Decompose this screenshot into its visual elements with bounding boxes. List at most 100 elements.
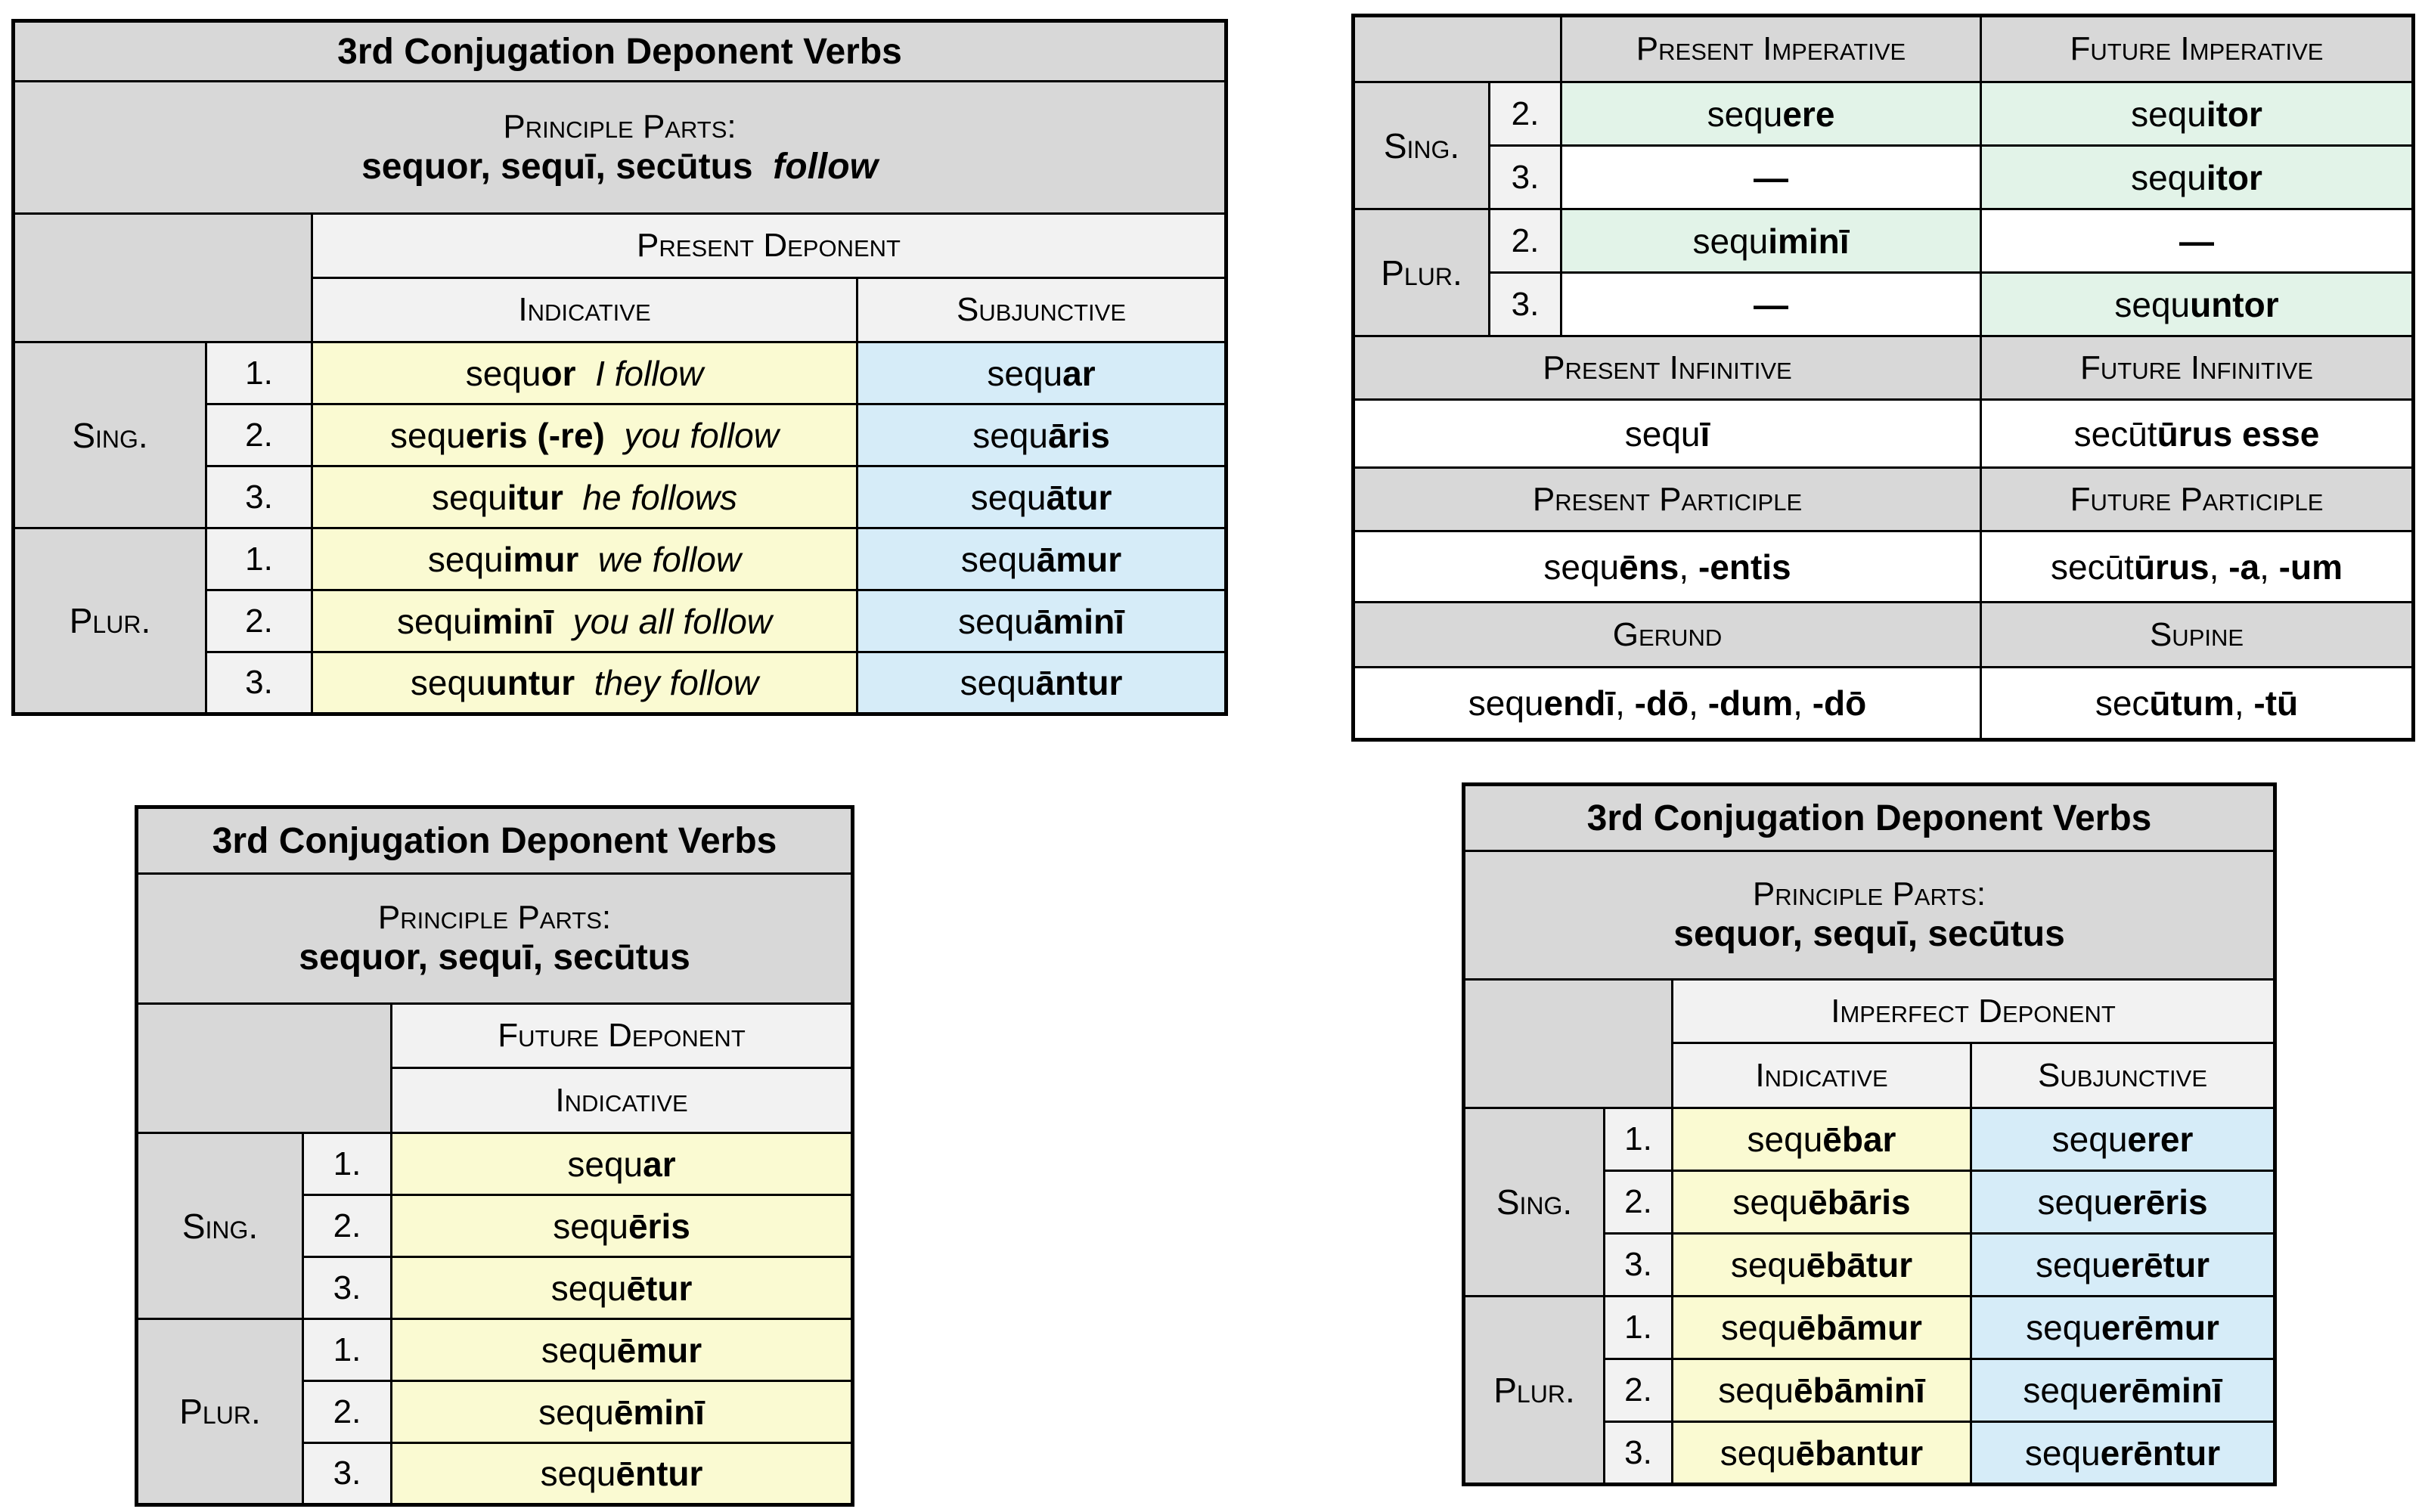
- future-imperative-form-cell: sequitor: [1980, 81, 2414, 147]
- tense-header: Future Deponent: [389, 1002, 854, 1069]
- person-number-cell: 1.: [302, 1318, 392, 1382]
- table-row: Sing. 1. sequēbar sequerer: [1462, 1107, 2277, 1297]
- subjunctive-form-cell: sequāris: [855, 403, 1228, 467]
- subjunctive-form-cell: sequerēntur: [1969, 1421, 2277, 1486]
- indicative-form-cell: sequēris: [389, 1194, 854, 1258]
- indicative-form-cell: sequētur: [389, 1256, 854, 1320]
- present-imperative-header: Present Imperative: [1560, 14, 1982, 83]
- indicative-header: Indicative: [1671, 1042, 1972, 1109]
- future-infinitive-form-cell: secūtūrus esse: [1980, 398, 2414, 469]
- person-number-cell: 3.: [1488, 144, 1562, 210]
- table-row: Plur. 1. sequimur we follow sequāmur: [12, 527, 1228, 715]
- supine-header: Supine: [1980, 601, 2414, 668]
- person-number-cell: 2.: [302, 1380, 392, 1444]
- table-row: Sing. 2. sequere sequitor: [1352, 81, 2414, 210]
- table-row: Sing. 1. sequor I follow sequar: [12, 341, 1228, 529]
- table-row: Present Participle Future Participle: [1352, 466, 2414, 532]
- future-imperative-header: Future Imperative: [1980, 14, 2414, 83]
- person-number-cell: 2.: [1603, 1358, 1673, 1423]
- person-number-cell: 2.: [1488, 81, 1562, 147]
- person-number-cell: 1.: [302, 1132, 392, 1196]
- principal-parts-forms: sequor, sequī, secūtus follow: [361, 146, 878, 187]
- future-deponent-table: 3rd Conjugation Deponent Verbs Principle…: [135, 805, 855, 1507]
- present-participle-form-cell: sequēns, -entis: [1352, 530, 1982, 603]
- indicative-form-cell: sequēbāris: [1671, 1170, 1972, 1235]
- table-row: Imperfect Deponent: [1462, 978, 2277, 1109]
- indicative-form-cell: sequor I follow: [311, 341, 858, 405]
- indicative-header: Indicative: [311, 277, 858, 343]
- table-row: 3. sequētur: [137, 1256, 854, 1320]
- table-row: Indicative Subjunctive: [14, 277, 1228, 343]
- table-row: 2. sequēris: [137, 1194, 854, 1258]
- table-row: 2. sequiminī you all follow sequāminī: [14, 589, 1228, 653]
- indicative-form-cell: sequimur we follow: [311, 527, 858, 591]
- principal-parts-forms: sequor, sequī, secūtus: [299, 937, 690, 978]
- principal-parts-label: Principle Parts:: [503, 107, 737, 145]
- table-row: Principle Parts: sequor, sequī, secūtus: [1462, 850, 2277, 981]
- group-label-plural: Plur.: [12, 527, 207, 715]
- table-row: Future Deponent: [135, 1002, 854, 1134]
- indicative-header: Indicative: [389, 1067, 854, 1134]
- table-title: 3rd Conjugation Deponent Verbs: [1462, 783, 2277, 852]
- table-row: 2. sequēbāminī sequerēminī: [1464, 1358, 2277, 1423]
- group-label-plural: Plur.: [1462, 1295, 1605, 1486]
- table-row: Indicative Subjunctive: [1464, 1042, 2277, 1109]
- gerund-forms-cell: sequendī, -dō, -dum, -dō: [1352, 666, 1982, 741]
- principal-parts-cell: Principle Parts: sequor, sequī, secūtus: [1462, 850, 2277, 981]
- group-label-singular: Sing.: [135, 1132, 304, 1320]
- table-row: Gerund Supine: [1352, 601, 2414, 668]
- future-infinitive-header: Future Infinitive: [1980, 335, 2414, 401]
- table-row: 3. sequēntur: [137, 1442, 854, 1506]
- subjunctive-form-cell: sequātur: [855, 465, 1228, 529]
- present-imperative-form-cell: sequiminī: [1560, 208, 1982, 274]
- future-participle-form-cell: secūtūrus, -a, -um: [1980, 530, 2414, 603]
- table-row: Plur. 1. sequēbāmur sequerēmur: [1462, 1295, 2277, 1486]
- present-participle-header: Present Participle: [1352, 466, 1982, 532]
- person-number-cell: 2.: [302, 1194, 392, 1258]
- indicative-form-cell: sequiminī you all follow: [311, 589, 858, 653]
- person-number-cell: 3.: [1488, 271, 1562, 337]
- table-row: 3. sequēbantur sequerēntur: [1464, 1421, 2277, 1486]
- present-imperative-form-cell: —: [1560, 271, 1982, 337]
- table-row: Principle Parts: sequor, sequī, secūtus …: [11, 80, 1228, 215]
- table-row: sequī secūtūrus esse: [1352, 398, 2414, 469]
- subjunctive-form-cell: sequerēmur: [1969, 1295, 2277, 1360]
- group-label-singular: Sing.: [12, 341, 207, 529]
- table-row: sequendī, -dō, -dum, -dō secūtum, -tū: [1352, 666, 2414, 741]
- principal-parts-label: Principle Parts:: [377, 899, 612, 936]
- person-number-cell: 3.: [302, 1442, 392, 1506]
- person-number-cell: 1.: [205, 527, 313, 591]
- corner-spacer-cell: [135, 1002, 392, 1134]
- gerund-header: Gerund: [1352, 601, 1982, 668]
- person-number-cell: 3.: [205, 465, 313, 529]
- indicative-form-cell: sequēbāminī: [1671, 1358, 1972, 1423]
- indicative-form-cell: sequēminī: [389, 1380, 854, 1444]
- indicative-form-cell: sequēbātur: [1671, 1232, 1972, 1297]
- table-row: Plur. 2. sequiminī —: [1352, 208, 2414, 337]
- table-row: Principle Parts: sequor, sequī, secūtus: [135, 872, 854, 1005]
- group-label-plural: Plur.: [1352, 208, 1490, 337]
- person-number-cell: 2.: [1603, 1170, 1673, 1235]
- group-label-singular: Sing.: [1352, 81, 1490, 210]
- table-title: 3rd Conjugation Deponent Verbs: [11, 20, 1228, 82]
- indicative-form-cell: sequar: [389, 1132, 854, 1196]
- table-row: 3rd Conjugation Deponent Verbs: [1462, 783, 2277, 852]
- table-row: Present Deponent: [12, 212, 1228, 343]
- table-row: Present Infinitive Future Infinitive: [1352, 335, 2414, 401]
- table-row: 3. sequuntur they follow sequāntur: [14, 651, 1228, 715]
- table-row: 3. sequitur he follows sequātur: [14, 465, 1228, 529]
- person-number-cell: 1.: [205, 341, 313, 405]
- subjunctive-form-cell: sequerēminī: [1969, 1358, 2277, 1423]
- present-imperative-form-cell: sequere: [1560, 81, 1982, 147]
- table-row: 2. sequēminī: [137, 1380, 854, 1444]
- imperative-infinitive-table: Present Imperative Future Imperative Sin…: [1351, 14, 2415, 742]
- subjunctive-header: Subjunctive: [855, 277, 1228, 343]
- table-row: 2. sequeris (-re) you follow sequāris: [14, 403, 1228, 467]
- indicative-form-cell: sequēbantur: [1671, 1421, 1972, 1486]
- table-row: 3. sequēbātur sequerētur: [1464, 1232, 2277, 1297]
- indicative-form-cell: sequēmur: [389, 1318, 854, 1382]
- subjunctive-form-cell: sequerētur: [1969, 1232, 2277, 1297]
- principal-parts-label: Principle Parts:: [1752, 875, 1986, 912]
- principal-parts-cell: Principle Parts: sequor, sequī, secūtus …: [11, 80, 1228, 215]
